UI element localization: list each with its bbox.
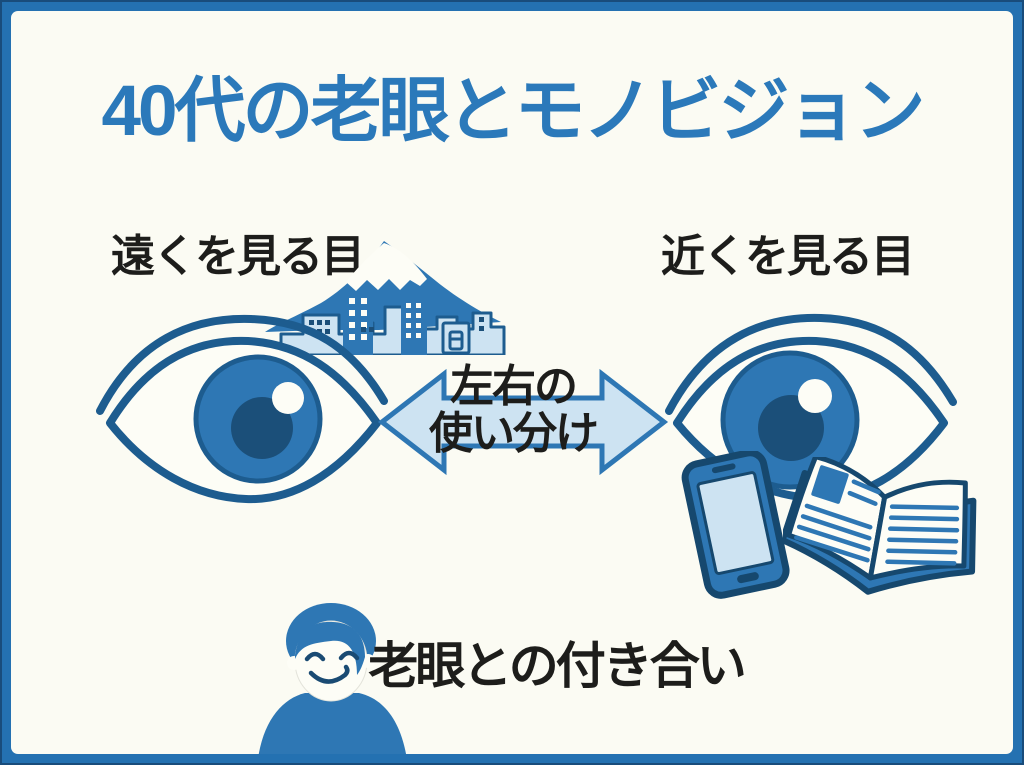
- far-eye-icon: [96, 314, 388, 504]
- footer-caption: 老眼との付き合い: [368, 638, 747, 694]
- infographic-card: 40代の老眼とモノビジョン 遠くを見る目 近くを見る目: [11, 11, 1013, 754]
- far-eye-label: 遠くを見る目: [111, 232, 365, 281]
- double-arrow-icon: [377, 368, 669, 476]
- open-book-icon: [783, 457, 977, 595]
- near-eye-label: 近くを見る目: [661, 232, 915, 281]
- arrow-caption: 左右の 使い分け: [368, 362, 658, 458]
- arrow-caption-line2: 使い分け: [429, 408, 599, 458]
- smartphone-icon: [681, 451, 790, 599]
- arrow-caption-line1: 左右の: [450, 362, 578, 411]
- smiling-person-icon: [258, 603, 406, 754]
- page-title: 40代の老眼とモノビジョン: [101, 72, 926, 151]
